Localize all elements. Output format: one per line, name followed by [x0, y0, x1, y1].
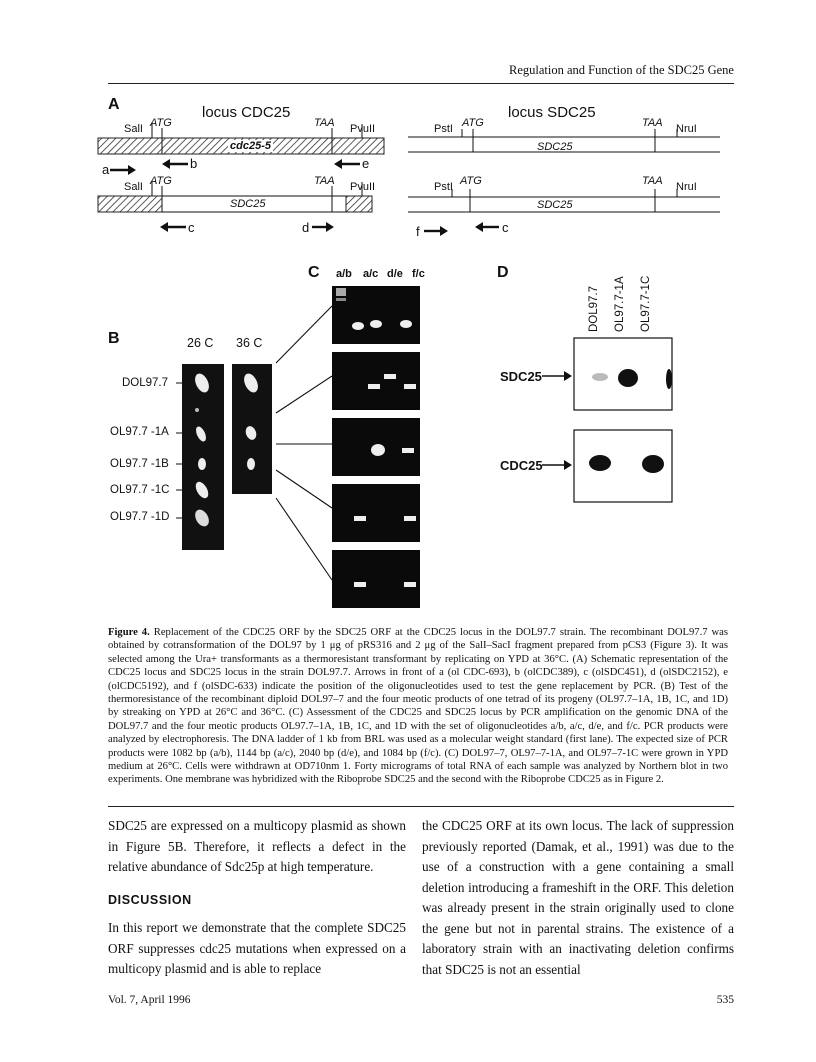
site-psti-2: PstI — [434, 181, 453, 193]
site-atg-r1: ATG — [462, 117, 484, 129]
site-taa-r2: TAA — [642, 175, 663, 187]
primer-arrow-d — [312, 222, 334, 232]
strain-1c: OL97.7 -1C — [110, 484, 170, 496]
site-atg-1: ATG — [150, 117, 172, 129]
site-taa-2: TAA — [314, 175, 335, 187]
panel-c-gels — [275, 286, 420, 608]
panel-b-letter: B — [108, 330, 120, 347]
primer-arrow-b — [162, 159, 188, 169]
figure-caption-text: Replacement of the CDC25 ORF by the SDC2… — [108, 627, 728, 786]
gel-1c — [332, 484, 420, 542]
arrow-sdc25 — [542, 371, 572, 381]
panel-b-col-26: 26 C — [187, 336, 214, 350]
right-column: the CDC25 ORF at its own locus. The lack… — [422, 816, 734, 980]
primer-arrow-c-right — [475, 222, 499, 232]
primer-label-c-left: c — [188, 220, 195, 235]
panel-a-left-title: locus CDC25 — [202, 104, 291, 121]
primer-label-b: b — [190, 156, 198, 171]
primer-label-e: e — [362, 156, 370, 171]
gel-1d — [332, 550, 420, 608]
gene-sdc25-l2: SDC25 — [230, 198, 266, 210]
primer-label-d: d — [302, 220, 310, 235]
panel-d-letter: D — [497, 264, 509, 281]
site-psti-1: PstI — [434, 123, 453, 135]
site-atg-r2: ATG — [460, 175, 482, 187]
panel-b-plates — [176, 364, 272, 550]
blot-lane-dol97-7: DOL97.7 — [588, 285, 600, 332]
gel-dol97-7 — [332, 286, 420, 344]
footer-page-number: 535 — [716, 994, 734, 1006]
right-para: the CDC25 ORF at its own locus. The lack… — [422, 818, 734, 977]
sdc25-locus-row2 — [408, 189, 720, 213]
site-pvuii-1: PvuII — [350, 123, 376, 135]
primer-label-a: a — [102, 162, 110, 177]
lane-de: d/e — [387, 268, 403, 280]
primer-arrow-c-left — [160, 222, 186, 232]
probe-cdc25: CDC25 — [500, 458, 543, 473]
primer-arrow-a — [110, 165, 136, 175]
primer-arrow-f — [424, 226, 448, 236]
left-para-2: In this report we demonstrate that the c… — [108, 920, 406, 976]
panel-d-blots — [542, 337, 673, 503]
gene-sdc25-r1: SDC25 — [537, 141, 573, 153]
discussion-heading: DISCUSSION — [108, 892, 192, 907]
figure-label: Figure 4. — [108, 627, 150, 638]
lane-fc: f/c — [412, 268, 425, 280]
strain-dol97-7: DOL97.7 — [122, 377, 169, 389]
figure-caption: Figure 4. Replacement of the CDC25 ORF b… — [108, 626, 728, 787]
strain-1d: OL97.7 -1D — [110, 511, 170, 523]
panel-a-diagram — [97, 124, 720, 236]
blot-lane-1a: OL97.7-1A — [614, 276, 626, 332]
primer-arrow-e — [334, 159, 360, 169]
site-taa-1: TAA — [314, 117, 335, 129]
strain-1b: OL97.7 -1B — [110, 458, 169, 470]
site-nrui-2: NruI — [676, 181, 697, 193]
site-taa-r1: TAA — [642, 117, 663, 129]
lane-ac: a/c — [363, 268, 379, 280]
site-sali-2: SalI — [124, 181, 143, 193]
panel-c-letter: C — [308, 264, 320, 281]
primer-label-c-right: c — [502, 220, 509, 235]
sdc25-locus-row1 — [408, 129, 720, 153]
header-rule — [108, 83, 734, 84]
site-sali-1: SalI — [124, 123, 143, 135]
left-para-1: SDC25 are expressed on a multicopy plasm… — [108, 818, 406, 874]
lane-ab: a/b — [336, 268, 352, 280]
gene-sdc25-r2: SDC25 — [537, 199, 573, 211]
footer-volume: Vol. 7, April 1996 — [108, 994, 191, 1006]
strain-1a: OL97.7 -1A — [110, 426, 169, 438]
running-header: Regulation and Function of the SDC25 Gen… — [509, 63, 734, 77]
caption-rule — [108, 806, 734, 807]
arrow-cdc25 — [542, 460, 572, 470]
site-nrui-1: NruI — [676, 123, 697, 135]
gel-1a — [332, 352, 420, 410]
left-column: SDC25 are expressed on a multicopy plasm… — [108, 816, 406, 980]
cdc25-locus-row2 — [97, 182, 373, 213]
probe-sdc25: SDC25 — [500, 369, 542, 384]
blot-lane-1c: OL97.7-1C — [640, 275, 652, 332]
site-atg-2: ATG — [150, 175, 172, 187]
panel-a-right-title: locus SDC25 — [508, 104, 596, 121]
gene-cdc25-5: cdc25-5 — [228, 140, 273, 152]
primer-label-f: f — [416, 224, 420, 239]
site-pvuii-2: PvuII — [350, 181, 376, 193]
panel-b-col-36: 36 C — [236, 336, 263, 350]
panel-a-letter: A — [108, 96, 120, 113]
